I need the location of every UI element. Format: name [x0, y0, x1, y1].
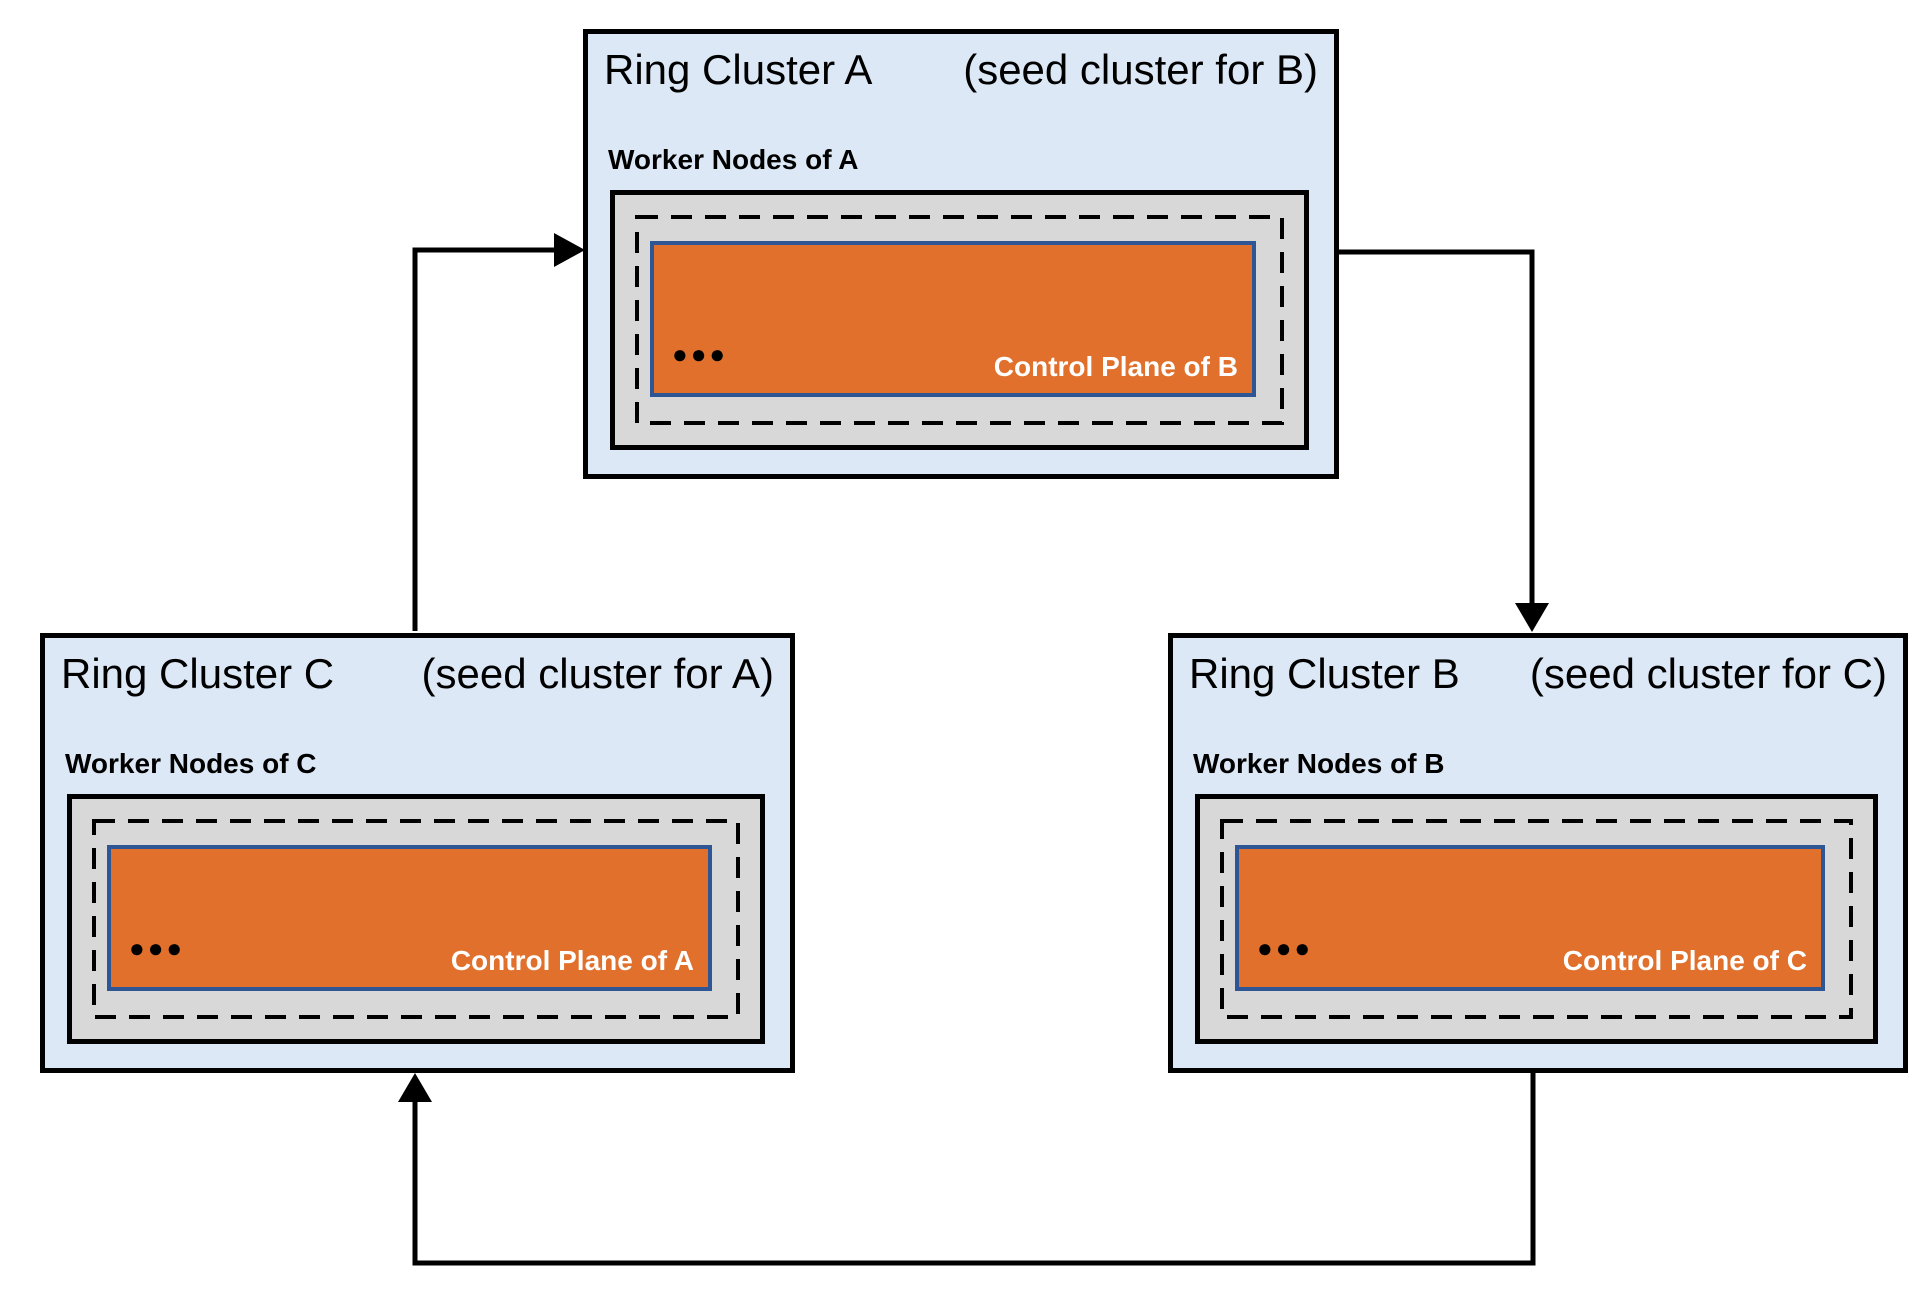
cluster-a-worker-nodes-label: Worker Nodes of A [608, 144, 859, 175]
cluster-c-worker-nodes-box: ●●● Control Plane of A [67, 794, 765, 1044]
cluster-b-control-plane-box: ●●● Control Plane of C [1235, 845, 1825, 991]
cluster-b-ellipsis-dots: ●●● [1257, 933, 1314, 963]
cluster-b-worker-nodes-label: Worker Nodes of B [1193, 748, 1445, 779]
cluster-b-dashed-border [1220, 819, 1853, 1019]
cluster-a-dashed-border [635, 215, 1284, 425]
cluster-a-title: Ring Cluster A [604, 46, 873, 93]
cluster-b-control-plane-label: Control Plane of C [1562, 945, 1807, 976]
cluster-c-box: Ring Cluster C (seed cluster for A) Work… [40, 633, 795, 1073]
cluster-b-worker-nodes-box: ●●● Control Plane of C [1195, 794, 1878, 1044]
cluster-a-control-plane-label: Control Plane of B [993, 351, 1238, 382]
arrow-b-to-c [398, 1071, 1536, 1266]
cluster-b-box: Ring Cluster B (seed cluster for C) Work… [1168, 633, 1908, 1073]
cluster-b-title: Ring Cluster B [1189, 650, 1460, 697]
cluster-c-worker-nodes-label: Worker Nodes of C [65, 748, 317, 779]
cluster-a-ring-boundary: ●●● Control Plane of B [635, 215, 1284, 425]
cluster-c-title: Ring Cluster C [61, 650, 335, 697]
cluster-c-control-plane-label: Control Plane of A [450, 945, 694, 976]
cluster-a-box: Ring Cluster A (seed cluster for B) Work… [583, 29, 1339, 479]
arrow-c-to-a [412, 233, 585, 631]
cluster-a-worker-nodes-box: ●●● Control Plane of B [610, 190, 1309, 450]
cluster-c-title-row: Ring Cluster C (seed cluster for A) [45, 638, 790, 698]
cluster-a-control-plane-box: ●●● Control Plane of B [650, 241, 1256, 397]
arrow-a-to-b [1336, 249, 1549, 632]
cluster-c-seed-note: (seed cluster for A) [421, 650, 774, 697]
cluster-c-ring-boundary: ●●● Control Plane of A [92, 819, 740, 1019]
cluster-c-dashed-border [92, 819, 740, 1019]
cluster-a-seed-note: (seed cluster for B) [963, 46, 1318, 93]
cluster-a-title-row: Ring Cluster A (seed cluster for B) [588, 34, 1334, 94]
cluster-c-control-plane-box: ●●● Control Plane of A [107, 845, 712, 991]
cluster-c-ellipsis-dots: ●●● [129, 933, 186, 963]
cluster-a-ellipsis-dots: ●●● [672, 339, 729, 369]
cluster-b-title-row: Ring Cluster B (seed cluster for C) [1173, 638, 1903, 698]
cluster-b-ring-boundary: ●●● Control Plane of C [1220, 819, 1853, 1019]
cluster-b-seed-note: (seed cluster for C) [1529, 650, 1887, 697]
